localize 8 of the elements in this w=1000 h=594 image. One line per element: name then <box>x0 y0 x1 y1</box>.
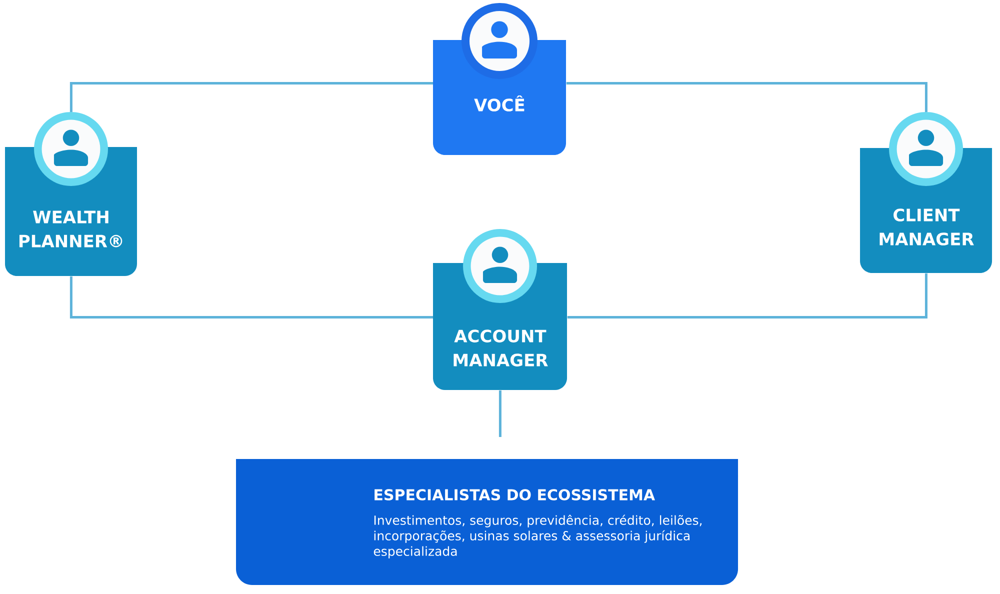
connector-line <box>566 82 928 112</box>
panel-heading: ESPECIALISTAS DO ECOSSISTEMA <box>374 489 655 500</box>
connector-line <box>567 273 928 318</box>
connector-line <box>498 390 502 437</box>
panel-description: Investimentos, seguros, previdência, crédito, leilões, incorporações, usinas solares & assessoria jurídica especializada <box>374 514 702 558</box>
connector-line <box>70 276 433 318</box>
info-panel <box>236 459 738 585</box>
connector-line <box>70 82 433 112</box>
